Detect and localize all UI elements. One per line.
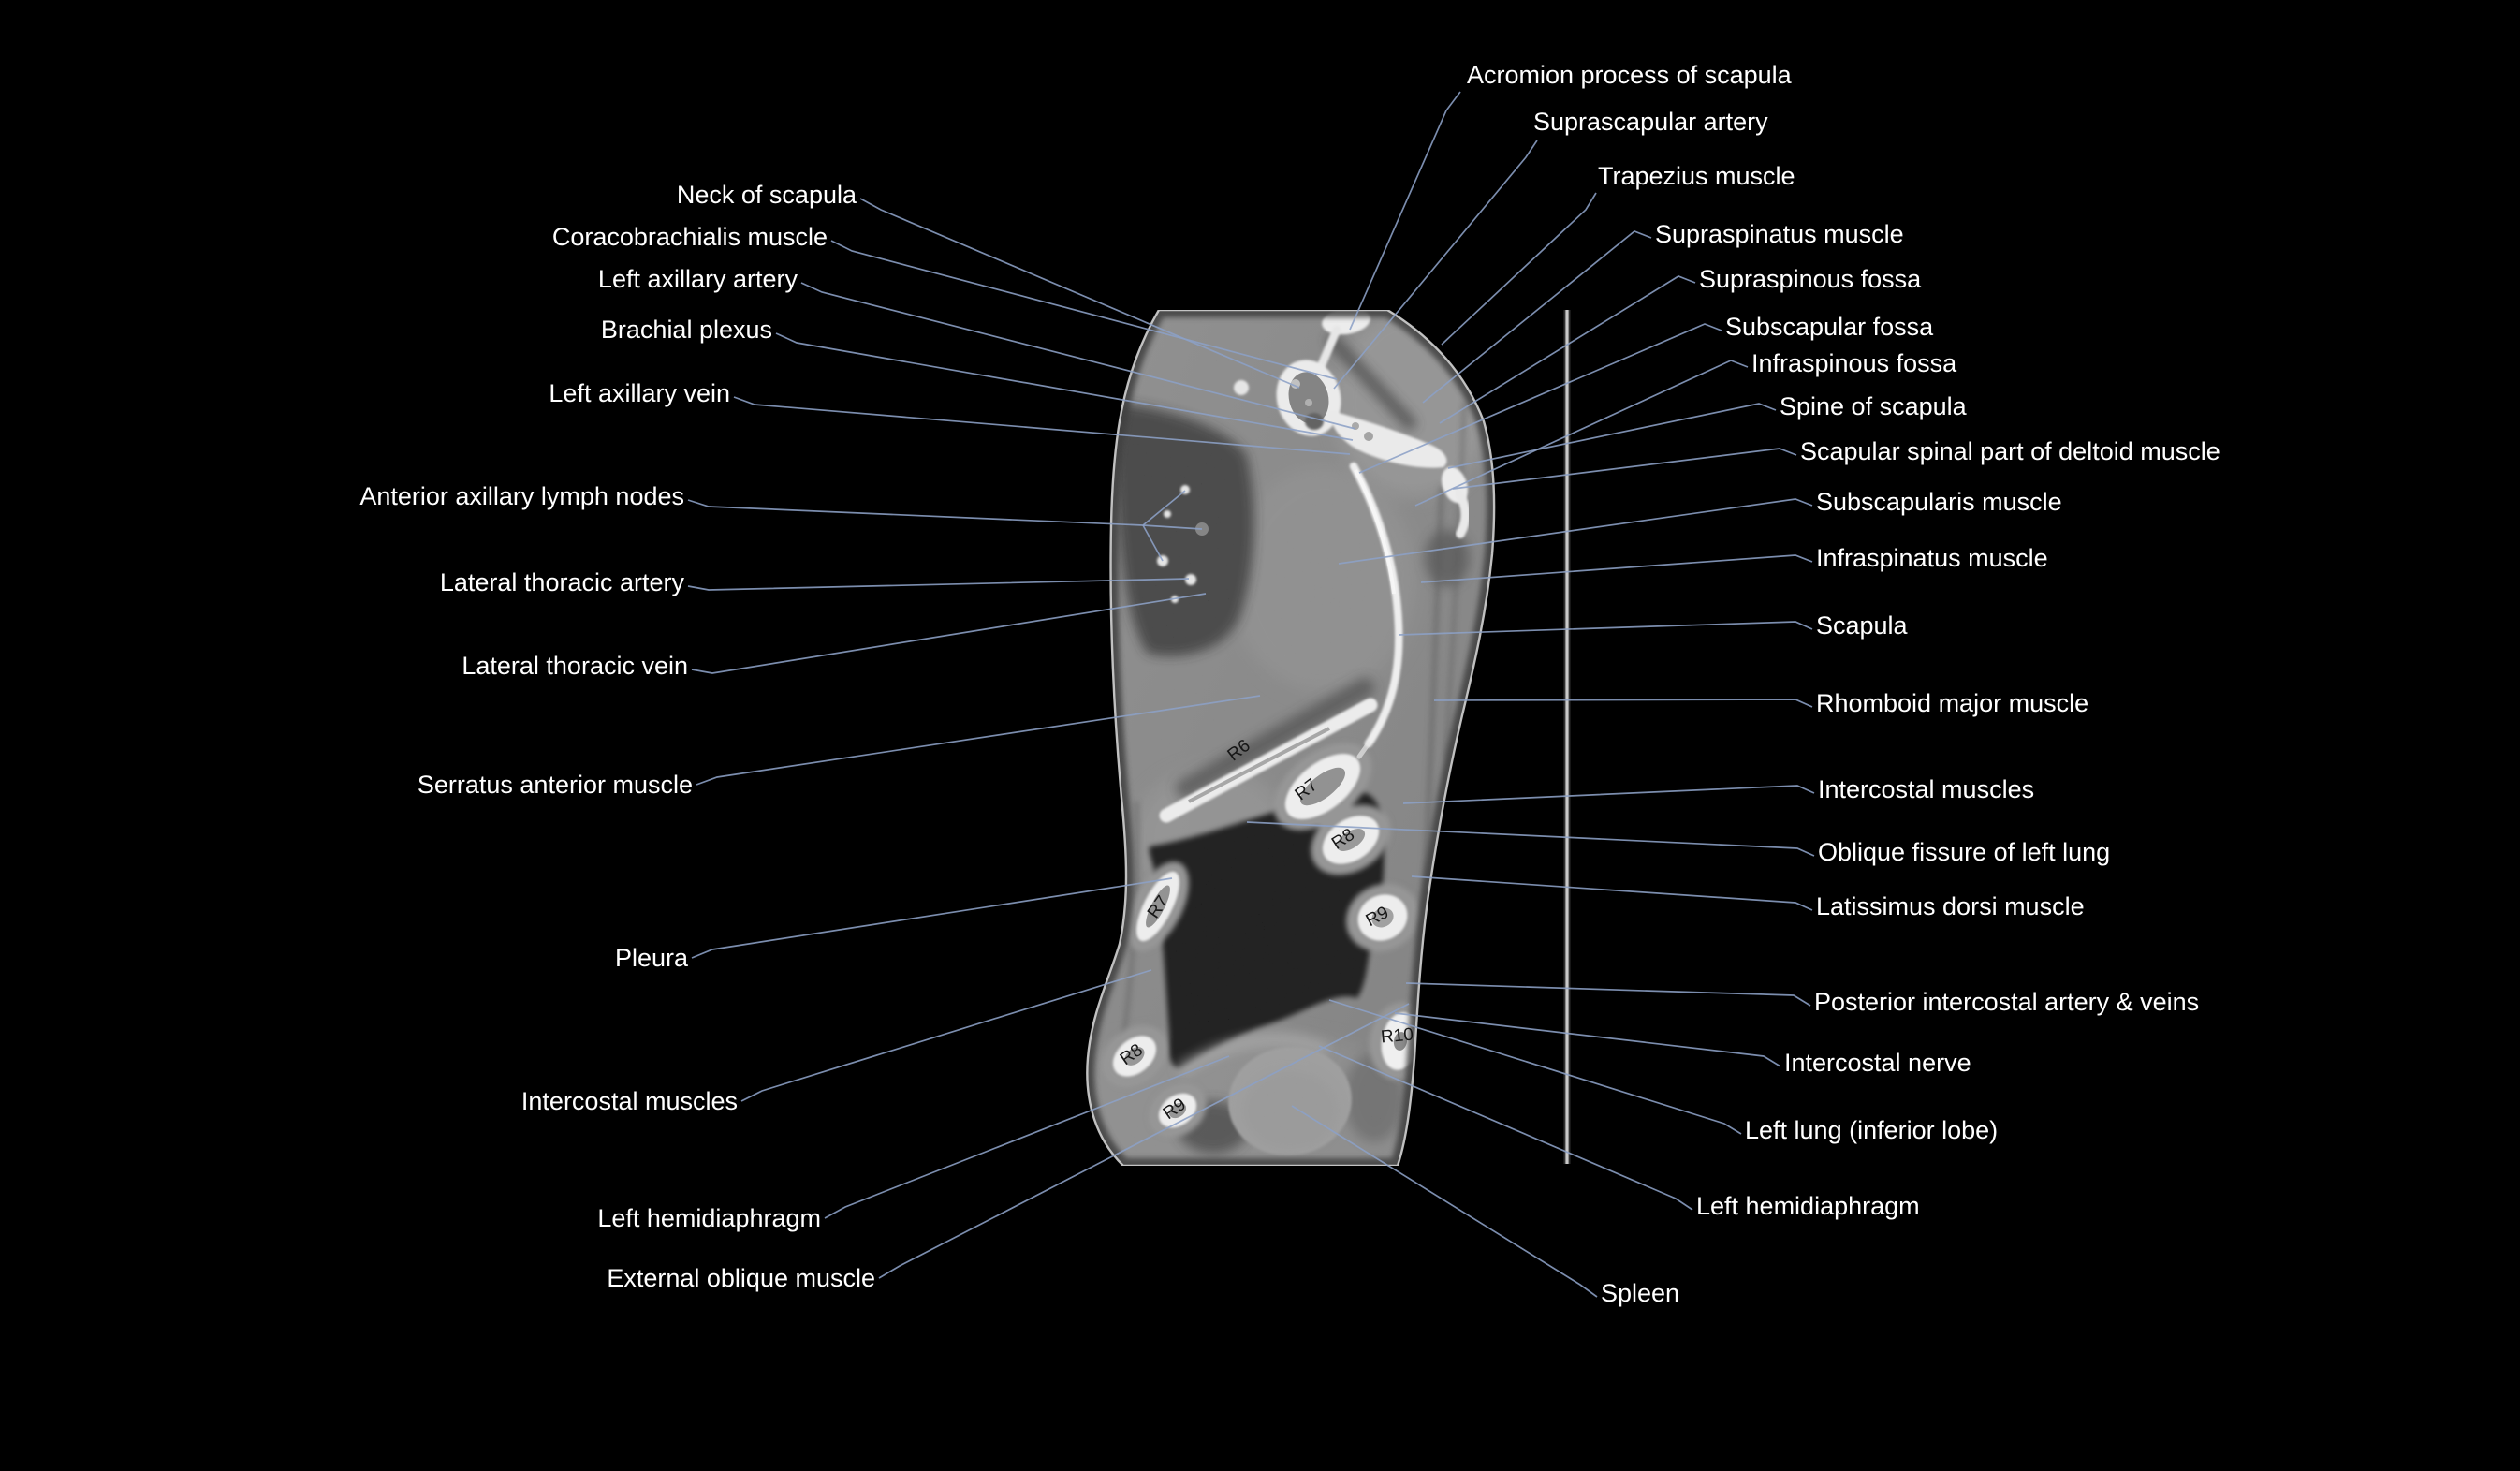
label-oblique-fissure-of-left-lung: Oblique fissure of left lung	[1818, 838, 2111, 866]
label-anterior-axillary-lymph-nodes: Anterior axillary lymph nodes	[359, 482, 684, 510]
label-spleen: Spleen	[1601, 1279, 1680, 1307]
ct-noise	[1087, 310, 1495, 1166]
label-left-lung-inferior-lobe: Left lung (inferior lobe)	[1745, 1116, 1999, 1144]
label-intercostal-muscles-left: Intercostal muscles	[520, 1087, 738, 1115]
label-scapular-spinal-part-of-deltoid-muscle: Scapular spinal part of deltoid muscle	[1800, 437, 2220, 465]
label-infraspinatus-muscle: Infraspinatus muscle	[1816, 544, 2048, 572]
label-lateral-thoracic-vein: Lateral thoracic vein	[462, 652, 688, 680]
label-pleura: Pleura	[614, 944, 688, 972]
label-rhomboid-major-muscle: Rhomboid major muscle	[1816, 689, 2089, 717]
label-subscapularis-muscle: Subscapularis muscle	[1816, 488, 2062, 516]
rib-label-r10: R10	[1380, 1025, 1414, 1048]
label-left-hemidiaphragm-right: Left hemidiaphragm	[1696, 1192, 1920, 1220]
label-external-oblique-muscle: External oblique muscle	[607, 1264, 875, 1292]
label-suprascapular-artery: Suprascapular artery	[1533, 108, 1768, 136]
label-supraspinous-fossa: Supraspinous fossa	[1699, 265, 1922, 293]
ct-scan-image: R6 R7 R8 R9 R10 R7 R8 R9	[1086, 310, 1496, 1166]
label-scapula: Scapula	[1816, 611, 1908, 640]
label-latissimus-dorsi-muscle: Latissimus dorsi muscle	[1816, 892, 2085, 920]
label-left-axillary-vein: Left axillary vein	[549, 379, 730, 407]
label-infraspinous-fossa: Infraspinous fossa	[1751, 349, 1957, 377]
label-subscapular-fossa: Subscapular fossa	[1725, 313, 1934, 341]
label-serratus-anterior-muscle: Serratus anterior muscle	[417, 771, 693, 799]
label-supraspinatus-muscle: Supraspinatus muscle	[1655, 220, 1904, 248]
label-spine-of-scapula: Spine of scapula	[1780, 392, 1967, 420]
label-lateral-thoracic-artery: Lateral thoracic artery	[439, 568, 684, 596]
label-posterior-intercostal-artery-veins: Posterior intercostal artery & veins	[1814, 988, 2200, 1016]
label-coracobrachialis-muscle: Coracobrachialis muscle	[551, 223, 828, 251]
label-intercostal-muscles-right: Intercostal muscles	[1818, 775, 2035, 803]
label-intercostal-nerve: Intercostal nerve	[1784, 1049, 1971, 1077]
label-left-axillary-artery: Left axillary artery	[597, 265, 798, 293]
label-neck-of-scapula: Neck of scapula	[676, 181, 857, 209]
label-acromion-process-of-scapula: Acromion process of scapula	[1467, 61, 1792, 89]
leader-lines	[687, 91, 1815, 1298]
label-trapezius-muscle: Trapezius muscle	[1598, 162, 1795, 190]
label-brachial-plexus: Brachial plexus	[600, 316, 772, 344]
label-left-hemidiaphragm-left: Left hemidiaphragm	[597, 1204, 821, 1232]
